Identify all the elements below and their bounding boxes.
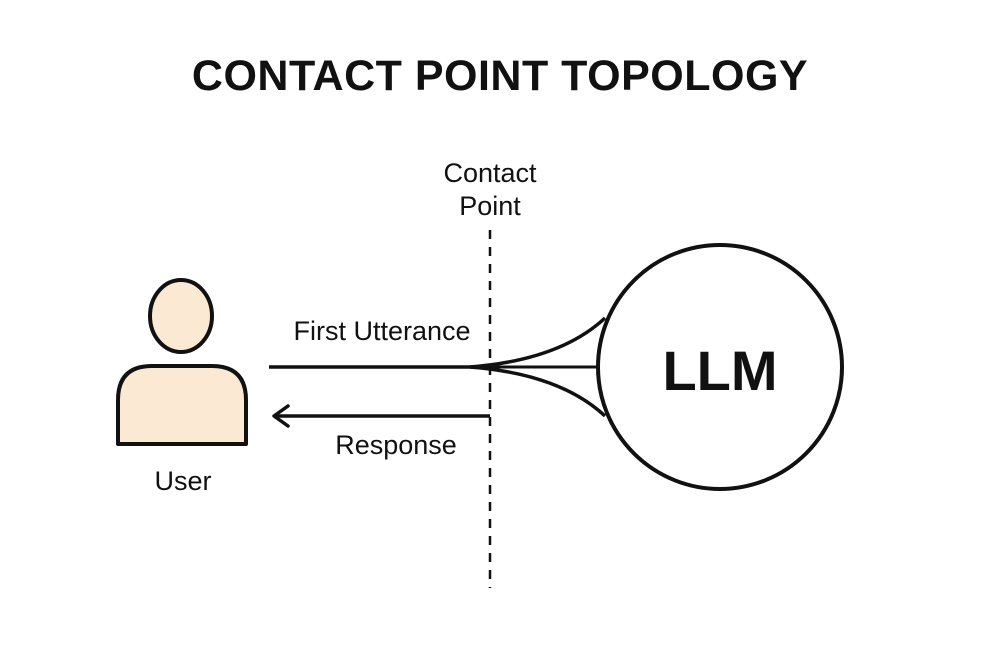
user-body [116,364,248,446]
user-head [148,278,214,354]
contact-point-label-line1: Contact [443,158,537,188]
response-label: Response [335,430,457,460]
diagram-title: CONTACT POINT TOPOLOGY [191,52,809,100]
user-person-icon [116,278,248,446]
response-edge [272,404,490,428]
llm-label: LLM [662,339,778,402]
contact-point-label-line2: Point [459,191,521,221]
contact-point-label: Contact Point [410,157,570,223]
funnel-connector [469,316,607,418]
arrowhead-left-icon [272,404,290,428]
first-utterance-label: First Utterance [293,316,471,346]
llm-node [596,243,844,491]
user-label: User [154,466,212,496]
